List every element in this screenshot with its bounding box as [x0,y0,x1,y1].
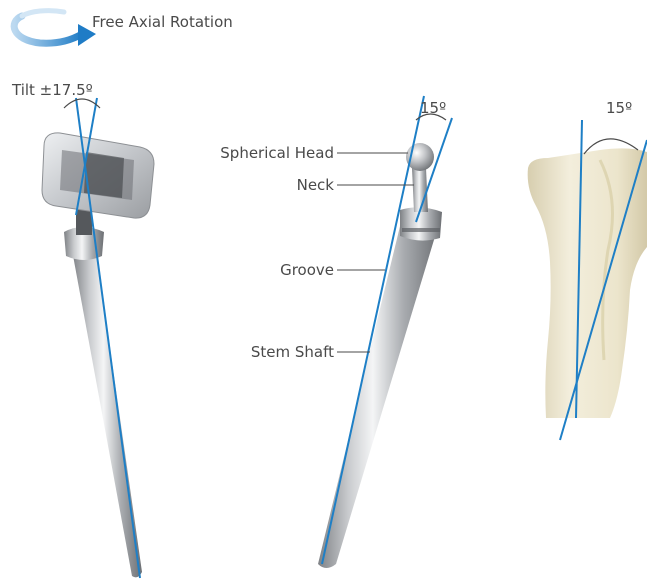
curved-rotation-arrow-icon [14,11,96,46]
part-label-stem-shaft: Stem Shaft [251,343,334,361]
part-label-neck: Neck [297,176,335,194]
rotation-label: Free Axial Rotation [92,13,233,31]
tilted-cap [42,133,154,218]
part-label-spherical-head: Spherical Head [220,144,334,162]
bone [528,148,647,418]
stem-implant [318,143,442,568]
stem-axis-line-vertical [322,96,424,564]
tilt-implant [42,133,154,577]
bone-angle-label: 15º [606,99,632,117]
part-label-groove: Groove [280,261,334,279]
tilt-label: Tilt ±17.5º [11,81,93,99]
stem-angle-label: 15º [420,99,446,117]
